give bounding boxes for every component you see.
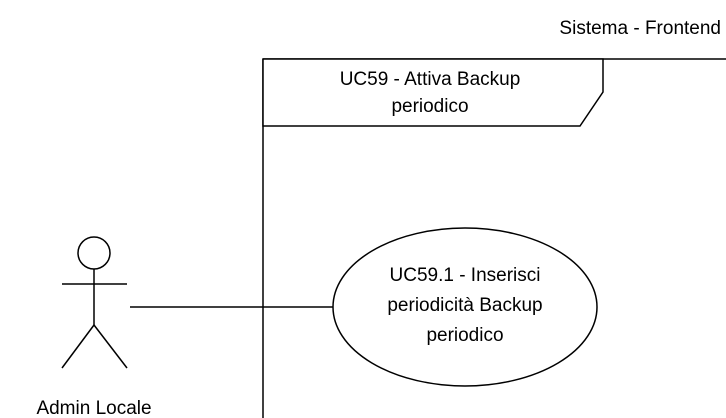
actor-head: [77, 236, 111, 270]
system-title: Sistema - Frontend: [559, 18, 721, 39]
use-case-line3: periodico: [426, 325, 503, 346]
frame-label-line2: periodico: [391, 96, 468, 117]
use-case-uc59-1: UC59.1 - Inserisci periodicità Backup pe…: [332, 227, 598, 387]
frame-label-line1: UC59 - Attiva Backup: [340, 69, 521, 90]
actor-name: Admin Locale: [36, 398, 151, 418]
use-case-line1: UC59.1 - Inserisci: [390, 265, 541, 286]
actor-admin-locale: Admin Locale: [36, 236, 152, 418]
frame-label-tab: UC59 - Attiva Backup periodico: [262, 58, 604, 127]
use-case-line2: periodicità Backup: [387, 295, 542, 316]
frame-label-shape: [262, 58, 604, 127]
actor-left-leg: [61, 324, 95, 369]
actor-right-leg: [93, 324, 128, 369]
use-case-ellipse: [332, 227, 598, 387]
